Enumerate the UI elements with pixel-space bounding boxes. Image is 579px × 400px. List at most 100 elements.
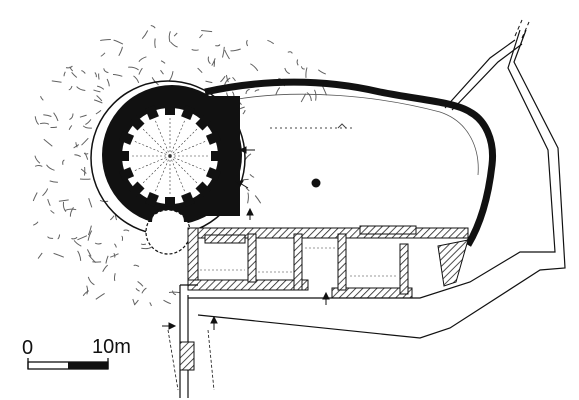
rock-stroke [74, 154, 81, 158]
vault-rib [169, 155, 199, 185]
rock-stroke [141, 246, 152, 250]
rock-stroke [32, 192, 38, 202]
vault-rib [169, 118, 186, 157]
vault-rib [132, 155, 171, 172]
rock-stroke [77, 235, 88, 241]
rock-stroke [46, 164, 55, 171]
well-marker [311, 178, 321, 188]
rock-stroke [42, 188, 49, 197]
outer-bailey-wall [179, 29, 566, 398]
rock-stroke [73, 240, 82, 247]
rock-stroke [86, 249, 92, 257]
rock-stroke [105, 255, 109, 264]
rock-stroke [53, 112, 59, 122]
rock-stroke [140, 243, 147, 245]
rock-stroke [47, 236, 54, 239]
rock-stroke [57, 234, 61, 240]
rock-stroke [84, 152, 89, 160]
rock-stroke [95, 292, 105, 300]
rock-stroke [133, 264, 140, 267]
rock-stroke [172, 290, 177, 296]
vault-rib [169, 155, 208, 172]
niche-pier [128, 114, 145, 131]
rock-stroke [85, 119, 92, 125]
rock-stroke [71, 71, 78, 78]
rock-stroke [81, 70, 86, 74]
rock-stroke [232, 76, 236, 82]
rock-stroke [49, 180, 58, 183]
rock-stroke [40, 95, 44, 101]
niche-pier [181, 191, 195, 207]
rock-stroke [73, 144, 80, 149]
keep-entrance-arrows [234, 146, 255, 189]
vault-rib [154, 155, 171, 194]
rock-stroke [87, 225, 92, 236]
rock-stroke [68, 125, 73, 130]
niche-pier [119, 167, 135, 181]
rock-stroke [207, 56, 211, 65]
rock-stroke [250, 63, 259, 72]
rock-stroke [317, 69, 326, 75]
vault-rib [154, 118, 171, 157]
south-building-range [187, 225, 469, 299]
rock-stroke [154, 38, 156, 49]
rock-stroke [224, 49, 230, 60]
rock-stroke [100, 52, 106, 57]
chamber-niches [117, 103, 223, 209]
rock-stroke [113, 39, 124, 45]
rock-stroke [95, 110, 102, 115]
rock-stroke [300, 93, 307, 103]
niche-pier [165, 197, 175, 209]
rock-stroke [306, 92, 312, 101]
rock-stroke [239, 106, 245, 110]
gate-block [179, 341, 195, 371]
rock-stroke [97, 85, 105, 90]
rock-stroke [149, 302, 152, 307]
rock-stroke [33, 221, 39, 226]
rock-stroke [71, 236, 78, 240]
rock-stroke [245, 88, 250, 95]
rock-stroke [94, 72, 97, 78]
vault-rib [132, 140, 171, 157]
rock-stroke [43, 114, 52, 117]
rock-stroke [62, 159, 65, 165]
rock-stroke [110, 253, 119, 258]
rock-stroke [37, 252, 43, 259]
rock-stroke [121, 235, 124, 241]
rock-stroke [93, 89, 101, 93]
rock-stroke [168, 31, 171, 43]
rock-stroke [173, 32, 178, 37]
rock-stroke [58, 199, 69, 202]
niche-pier [165, 103, 175, 115]
rock-stroke [87, 230, 93, 241]
rock-stroke [34, 116, 40, 125]
gate-dashes [514, 19, 530, 39]
rock-stroke [199, 33, 204, 39]
rock-stroke [87, 276, 95, 286]
rock-stroke [170, 41, 178, 48]
vault-rib [141, 155, 171, 185]
rock-stroke [50, 210, 55, 214]
rock-stroke [211, 58, 216, 66]
rock-stroke [134, 299, 139, 305]
rock-stroke [300, 66, 305, 70]
rock-stroke [296, 59, 299, 66]
rock-stroke [106, 78, 110, 87]
rock-stroke [141, 287, 147, 294]
rock-stroke [34, 165, 43, 167]
rock-stroke [151, 77, 159, 86]
scale-bar-end-label: 10m [92, 336, 131, 358]
rock-stroke [247, 192, 249, 204]
rock-stroke [109, 215, 115, 221]
rock-stroke [123, 229, 130, 232]
rock-stroke [65, 208, 77, 211]
rock-stroke [88, 254, 97, 263]
rock-stroke [197, 67, 203, 74]
rock-stroke [305, 67, 308, 78]
rock-stroke [51, 80, 62, 83]
niche-pier [195, 181, 212, 198]
rock-stroke [205, 80, 213, 84]
gate-dashed [167, 329, 215, 391]
niche-pier [211, 151, 223, 161]
niche-pier [119, 131, 135, 145]
